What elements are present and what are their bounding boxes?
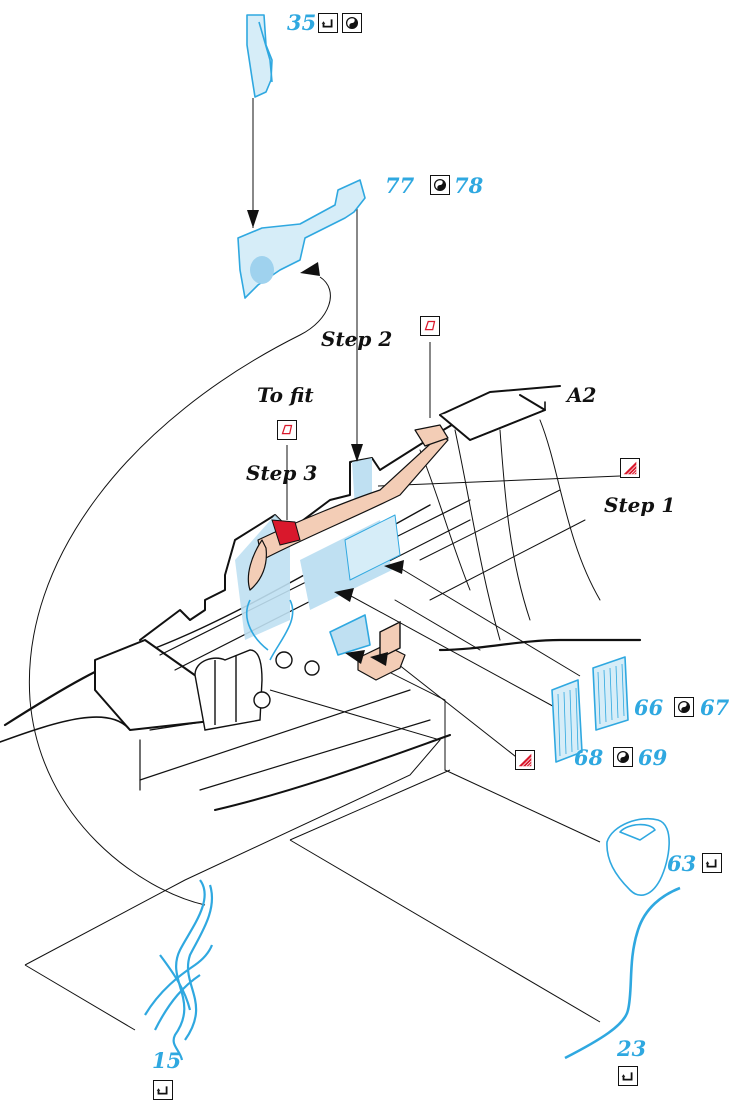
clear-part-icon [277,420,297,440]
cement-icon [618,1066,638,1086]
label-step-2: Step 2 [321,327,393,351]
part-number-68: 68 [574,745,604,770]
clear-part-icon [420,316,440,336]
paint-swatch-icon [620,458,640,478]
part-number-69: 69 [638,745,668,770]
blue-parts [144,14,681,1061]
part-number-15: 15 [152,1048,182,1073]
leader-lines [24,98,621,1031]
label-to-fit: To fit [257,383,314,407]
red-part [271,519,301,546]
left-right-pair-icon [430,175,450,195]
label-step-3: Step 3 [246,461,318,485]
left-right-pair-icon [613,747,633,767]
label-step-1: Step 1 [604,493,676,517]
cement-icon [153,1080,173,1100]
left-right-pair-icon [342,13,362,33]
part-number-66: 66 [634,695,664,720]
cement-icon [702,853,722,873]
cement-icon [318,13,338,33]
label-a2: A2 [567,383,597,407]
left-right-pair-icon [674,697,694,717]
equipment [194,620,401,731]
part-number-23: 23 [617,1036,647,1061]
part-number-77: 77 [385,173,415,198]
paint-swatch-icon [515,750,535,770]
part-number-78: 78 [454,173,484,198]
arrowheads [247,210,404,666]
part-number-63: 63 [667,851,697,876]
part-number-67: 67 [700,695,730,720]
part-number-35: 35 [287,10,317,35]
